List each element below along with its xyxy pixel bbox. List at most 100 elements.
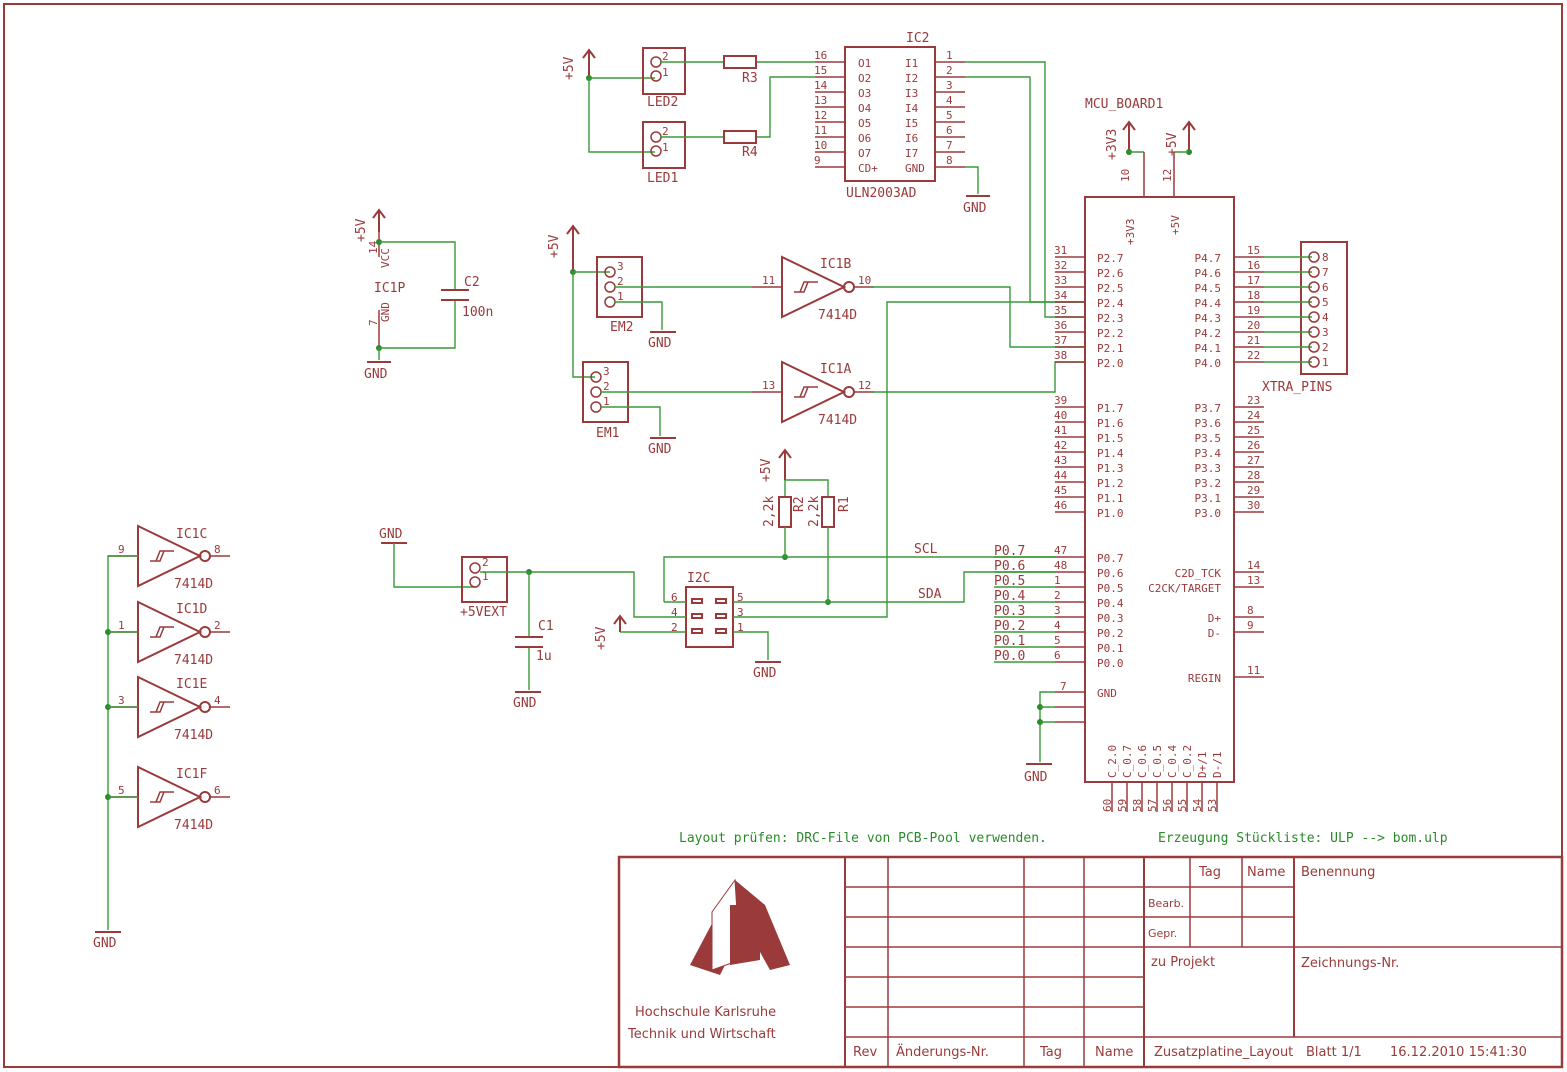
- r1-value: 2,2k: [807, 496, 822, 527]
- gnd-label: GND: [753, 666, 777, 681]
- bearb-label: Bearb.: [1148, 897, 1184, 910]
- pin-label: O2: [858, 72, 871, 85]
- net-label: P0.4: [994, 589, 1025, 604]
- pin-label: P1.6: [1097, 417, 1124, 430]
- r3-label: R3: [742, 71, 758, 86]
- pin-number: 2: [617, 275, 624, 288]
- r2-label: R2: [792, 496, 807, 512]
- pin-number: 12: [814, 109, 827, 122]
- pin-number: 28: [1247, 469, 1260, 482]
- pin-label: P4.6: [1195, 267, 1222, 280]
- pin-label: P1.7: [1097, 402, 1124, 415]
- pin-number: 46: [1054, 499, 1067, 512]
- pin-number: 59: [1116, 799, 1129, 812]
- pin-number: 1: [617, 290, 624, 303]
- pin-number: 4: [1054, 619, 1061, 632]
- pin-number: 36: [1054, 319, 1067, 332]
- pin-label: P2.3: [1097, 312, 1124, 325]
- gnd-label: GND: [379, 527, 403, 542]
- pin-number: 10: [1119, 169, 1132, 182]
- pin-label: D-/1: [1211, 752, 1224, 779]
- led1-label: LED1: [647, 171, 678, 186]
- pin-number: 8: [946, 154, 953, 167]
- gate-name: IC1C: [176, 527, 207, 542]
- pin-number: 55: [1176, 799, 1189, 812]
- pin-number: 3: [603, 365, 610, 378]
- pin-number: 1: [118, 619, 125, 632]
- pin-number: 39: [1054, 394, 1067, 407]
- pin-number: 29: [1247, 484, 1260, 497]
- mcu-name: MCU_BOARD1: [1085, 97, 1163, 112]
- sheet-frame: [3, 3, 1563, 1068]
- net-label: P0.5: [994, 574, 1025, 589]
- pin-number: 40: [1054, 409, 1067, 422]
- pin-number: 24: [1247, 409, 1261, 422]
- pin-number: 2: [603, 380, 610, 393]
- pin-number: 6: [214, 784, 221, 797]
- pin-number: 38: [1054, 349, 1067, 362]
- pin-number: 2: [214, 619, 221, 632]
- tag-header: Tag: [1198, 865, 1221, 880]
- pin-number: 5: [1054, 634, 1061, 647]
- tag-label: Tag: [1039, 1045, 1062, 1060]
- pin-number: 14: [814, 79, 828, 92]
- benennung-label: Benennung: [1301, 865, 1375, 880]
- pin-label: C_0.5: [1151, 745, 1164, 778]
- pin-number: 13: [1247, 574, 1260, 587]
- header-pin: [1308, 356, 1320, 368]
- pin-number: 56: [1161, 799, 1174, 812]
- pin-number: 5: [1322, 296, 1329, 309]
- pin-number: 33: [1054, 274, 1067, 287]
- pin-label: C_2.0: [1106, 745, 1119, 778]
- pin-label: P2.2: [1097, 327, 1124, 340]
- pin-number: 6: [1322, 281, 1329, 294]
- header-pin: [1308, 311, 1320, 323]
- gate-name: IC1B: [820, 257, 851, 272]
- pin-number: 12: [858, 379, 871, 392]
- pin-number: 21: [1247, 334, 1260, 347]
- pin-label: P3.0: [1195, 507, 1222, 520]
- c1-label: C1: [538, 619, 554, 634]
- pin-label: I7: [905, 147, 918, 160]
- pin-number: 2: [671, 621, 678, 634]
- gate-value: 7414D: [818, 413, 857, 428]
- pin-label: P0.6: [1097, 567, 1124, 580]
- pin-label: O5: [858, 117, 871, 130]
- pin-number: 31: [1054, 244, 1067, 257]
- pin-label: P2.4: [1097, 297, 1124, 310]
- pin-label: P2.1: [1097, 342, 1124, 355]
- net-label: P0.2: [994, 619, 1025, 634]
- sda-label: SDA: [918, 587, 942, 602]
- pin-label: P2.6: [1097, 267, 1124, 280]
- gnd-label: GND: [648, 336, 672, 351]
- supply-label: +5V: [1165, 132, 1180, 156]
- pin-label: O4: [858, 102, 872, 115]
- pin-label: P3.3: [1195, 462, 1222, 475]
- gnd-label: GND: [93, 936, 117, 951]
- pin-number: 6: [946, 124, 953, 137]
- pin-number: 54: [1191, 798, 1204, 812]
- pin-number: 57: [1146, 799, 1159, 812]
- header-pin: [1308, 341, 1320, 353]
- pin-label: I2: [905, 72, 918, 85]
- pin-label: I3: [905, 87, 918, 100]
- pin-label: P4.0: [1195, 357, 1222, 370]
- pin-number: 9: [814, 154, 821, 167]
- pin-label: O7: [858, 147, 871, 160]
- pin-label: P0.3: [1097, 612, 1124, 625]
- pin-number: 60: [1101, 799, 1114, 812]
- c1-value: 1u: [536, 649, 552, 664]
- pin-label: +3V3: [1124, 219, 1137, 246]
- r1-label: R1: [837, 496, 852, 512]
- pin-number: 3: [118, 694, 125, 707]
- pin-number: 8: [1247, 604, 1254, 617]
- pin-number: 1: [946, 49, 953, 62]
- pin-label: P4.4: [1195, 297, 1222, 310]
- org-line-1: Hochschule Karlsruhe: [635, 1005, 776, 1020]
- timestamp: 16.12.2010 15:41:30: [1390, 1045, 1527, 1060]
- net-label: P0.0: [994, 649, 1025, 664]
- supply-label: +5V: [759, 458, 774, 482]
- pin-number: 42: [1054, 439, 1067, 452]
